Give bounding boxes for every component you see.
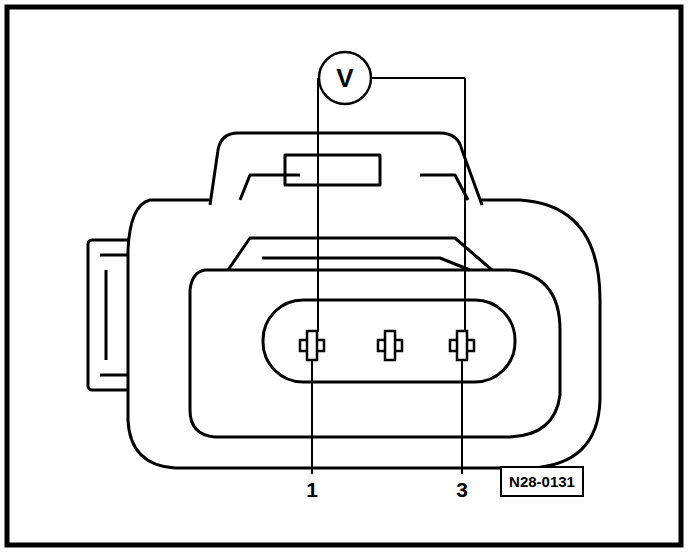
pin-contact [457, 331, 467, 360]
pin-contact [307, 331, 317, 360]
callout-circle: V [317, 50, 373, 106]
leader-line [317, 78, 319, 332]
callout-number: 3 [456, 478, 468, 502]
housing-body [128, 200, 600, 468]
picture-border [7, 7, 681, 545]
callout-circle-shape [319, 52, 371, 104]
inner-wedge [228, 238, 492, 270]
latch-window [285, 155, 380, 185]
leader-line [464, 78, 466, 332]
pin-contact [385, 331, 395, 360]
pin-contacts [300, 331, 474, 360]
connector-housing [88, 133, 600, 468]
leader-line [311, 360, 313, 474]
pin-cavity [263, 300, 515, 382]
leader-line [461, 360, 463, 474]
top-latch [210, 133, 482, 205]
callout-letter: V [336, 63, 353, 94]
front-ring [190, 270, 560, 437]
leader-lines [312, 78, 465, 474]
inner-wedge [262, 258, 470, 270]
figure-code: N28-0131 [509, 473, 575, 490]
latch-rib [240, 175, 468, 200]
callout-number: 1 [306, 478, 318, 502]
code-box: N28-0131 [500, 466, 584, 497]
